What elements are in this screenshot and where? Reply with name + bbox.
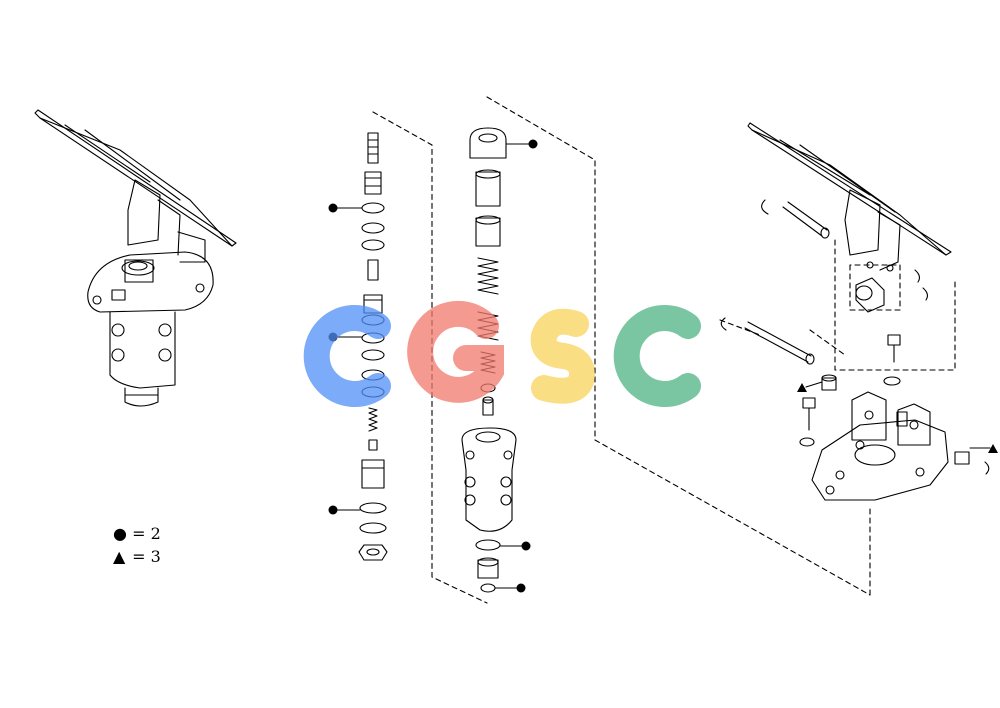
legend-dot-entry: ● = 2 [113,524,161,543]
callout-dot [328,203,338,213]
watermark-letter-c2 [613,305,701,407]
cgsc-watermark-logo [303,300,701,407]
callout-dot [521,541,531,551]
legend-triangle-symbol: ▲ [113,547,126,566]
assembled-pedal-valve [34,109,237,407]
callout-dot [516,583,526,593]
callout-dot [328,505,338,515]
callout-leaders [336,143,991,589]
legend-triangle-text: = 3 [132,547,161,566]
legend-triangle-entry: ▲ = 3 [113,547,161,566]
callout-dot [528,139,538,149]
callout-triangle [988,444,998,453]
legend-dot-symbol: ● [113,524,127,543]
callout-triangle [797,383,807,392]
exploded-pedal-assembly [720,122,990,501]
watermark-letter-c1 [303,305,391,407]
watermark-letter-g [407,300,504,403]
legend-dot-text: = 2 [132,524,161,543]
watermark-letter-s [530,308,595,404]
